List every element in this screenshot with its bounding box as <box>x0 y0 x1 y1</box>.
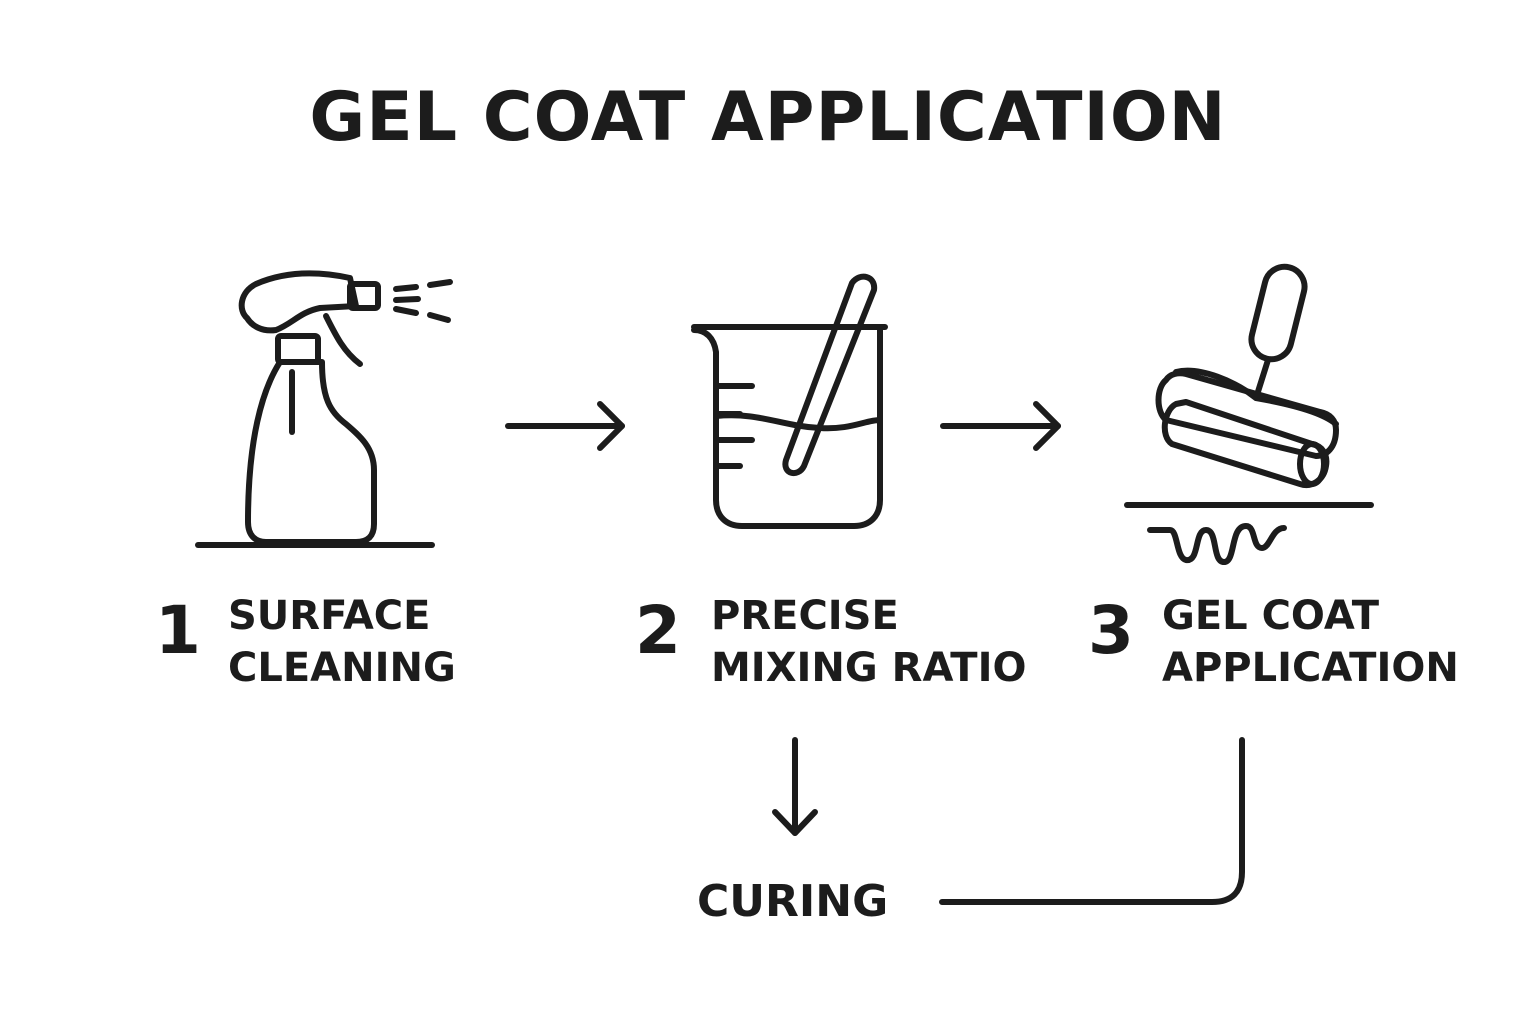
curing-label: CURING <box>697 876 889 927</box>
diagram-title: GEL COAT APPLICATION <box>309 78 1227 157</box>
arrow-right-icon <box>505 401 625 451</box>
step-label: PRECISE MIXING RATIO <box>711 590 1026 694</box>
arrow-right-icon <box>940 401 1061 451</box>
step-number: 1 <box>155 592 201 669</box>
return-connector-line <box>939 737 1245 905</box>
step-label-line: GEL COAT <box>1162 593 1379 639</box>
step-label-line: PRECISE <box>711 593 899 639</box>
mixing-beaker-icon <box>691 273 888 529</box>
step-label-line: MIXING RATIO <box>711 645 1027 691</box>
arrow-down-icon <box>772 737 818 836</box>
spray-bottle-icon <box>195 270 453 548</box>
step-label: GEL COAT APPLICATION <box>1162 590 1459 694</box>
step-number: 2 <box>635 592 681 669</box>
paint-roller-icon <box>1124 263 1374 565</box>
step-label-line: SURFACE <box>228 593 431 639</box>
step-label-line: APPLICATION <box>1162 645 1459 691</box>
step-label-line: CLEANING <box>228 645 456 691</box>
step-label: SURFACE CLEANING <box>228 590 456 694</box>
step-number: 3 <box>1088 592 1134 669</box>
